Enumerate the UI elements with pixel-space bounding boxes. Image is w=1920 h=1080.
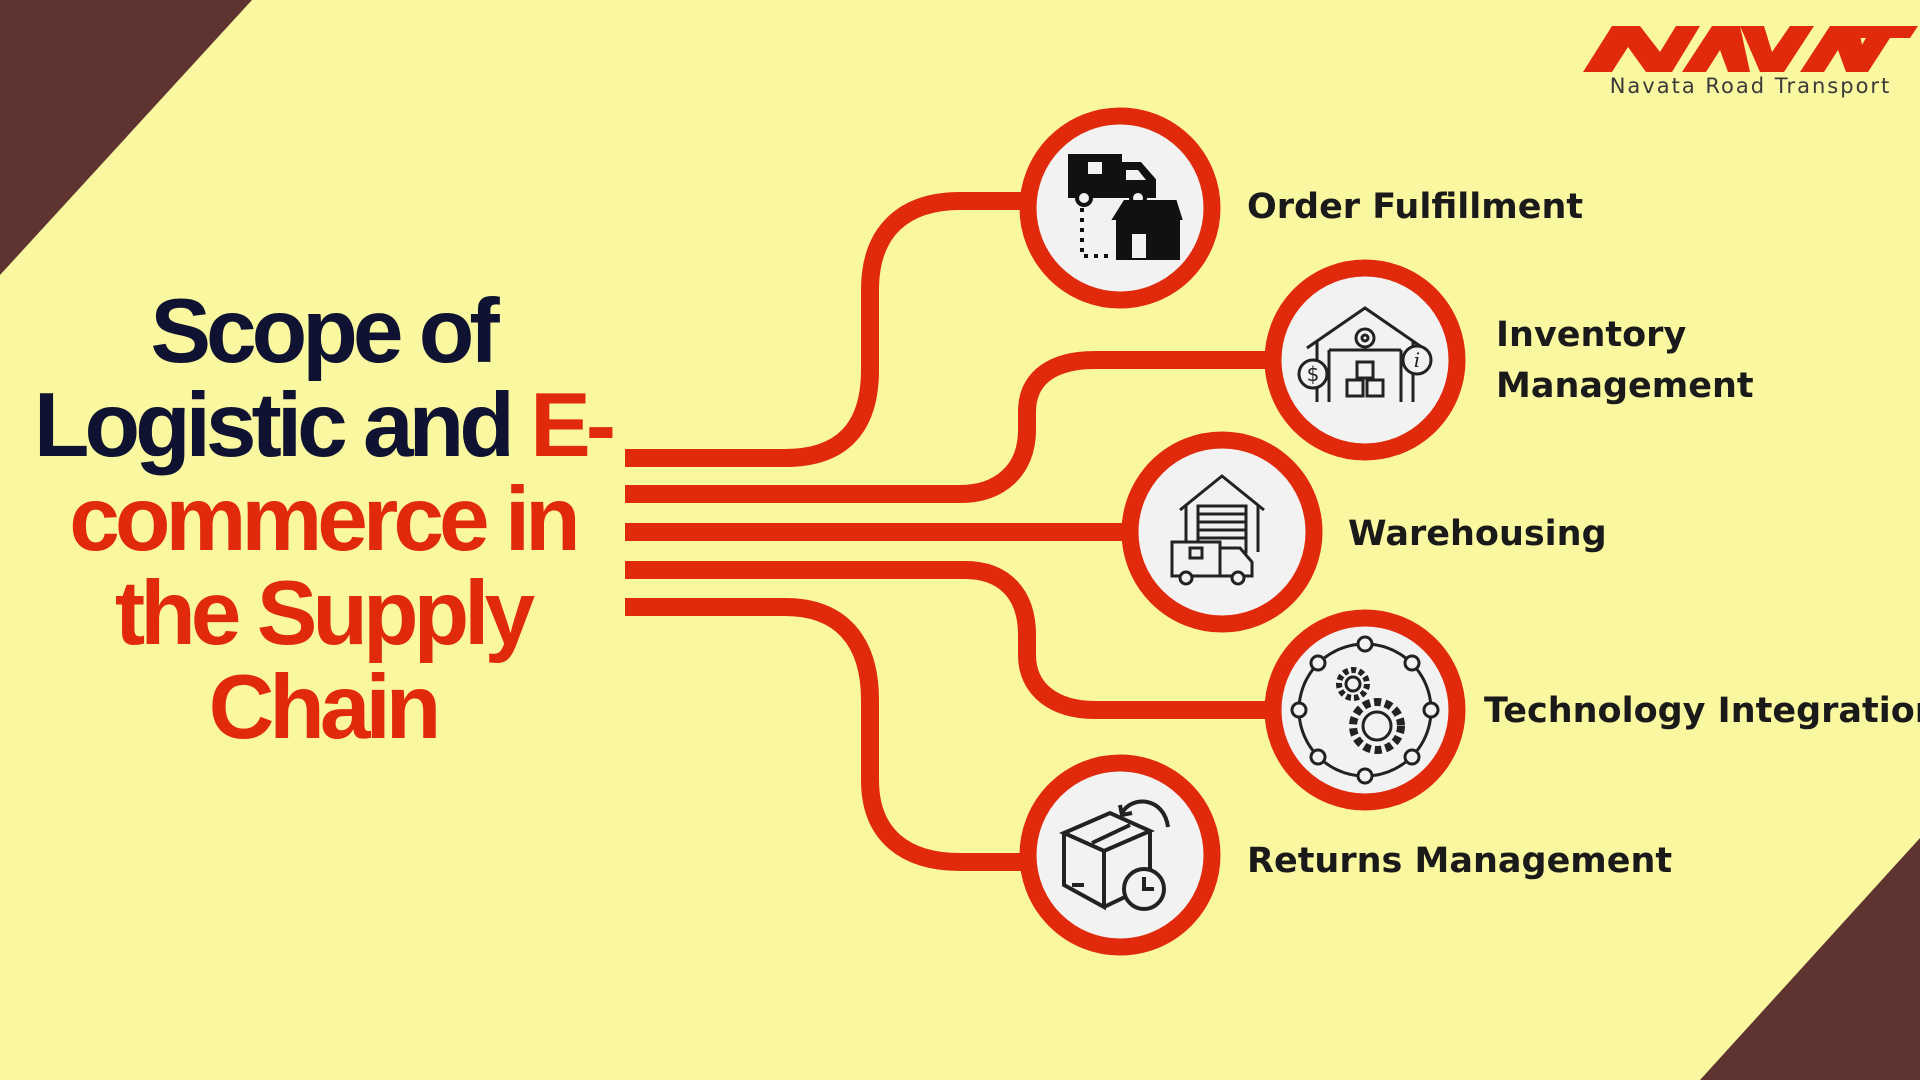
svg-text:i: i	[1414, 348, 1420, 372]
svg-text:$: $	[1307, 362, 1320, 386]
title-line-2: Logistic and E-	[20, 379, 625, 473]
node-circle-inventory-management	[1264, 259, 1466, 461]
title-line-1: Scope of	[150, 281, 499, 382]
title-line-2-red: E-	[530, 375, 616, 476]
warehouse-truck-icon	[1170, 474, 1265, 586]
label-inventory-management: Inventory Management	[1496, 310, 1754, 412]
page-title: Scope of Logistic and E- commerce in the…	[20, 285, 625, 755]
connector-technology-integration	[625, 561, 1275, 719]
connector-order-fulfillment	[625, 192, 1030, 467]
logo-tagline: Navata Road Transport	[1609, 74, 1892, 98]
label-order-fulfillment: Order Fulfillment	[1247, 187, 1584, 227]
corner-decoration-top-left	[0, 0, 252, 275]
node-circle-warehousing	[1121, 431, 1323, 633]
truck-to-store-icon	[1068, 154, 1183, 260]
label-technology-integration: Technology Integration	[1484, 691, 1920, 731]
title-line-5: Chain	[208, 657, 442, 758]
package-return-icon	[1059, 799, 1170, 911]
title-line-3: commerce in	[69, 469, 580, 570]
gears-network-icon	[1290, 635, 1440, 785]
label-inventory-line-2: Management	[1496, 366, 1754, 406]
warehouse-inventory-icon: $ i	[1297, 306, 1433, 402]
corner-decoration-bottom-right	[1700, 838, 1920, 1080]
label-returns-management: Returns Management	[1247, 841, 1673, 881]
connector-returns-management	[625, 598, 1030, 871]
title-line-4: the Supply	[114, 563, 535, 664]
label-warehousing: Warehousing	[1348, 514, 1607, 554]
connector-inventory-management	[625, 351, 1275, 503]
node-circle-returns-management	[1019, 754, 1221, 956]
title-line-2-dark: Logistic and	[33, 375, 531, 476]
navata-logo-mark	[1583, 26, 1918, 72]
connector-lines	[625, 192, 1275, 871]
label-inventory-line-1: Inventory	[1496, 315, 1687, 355]
